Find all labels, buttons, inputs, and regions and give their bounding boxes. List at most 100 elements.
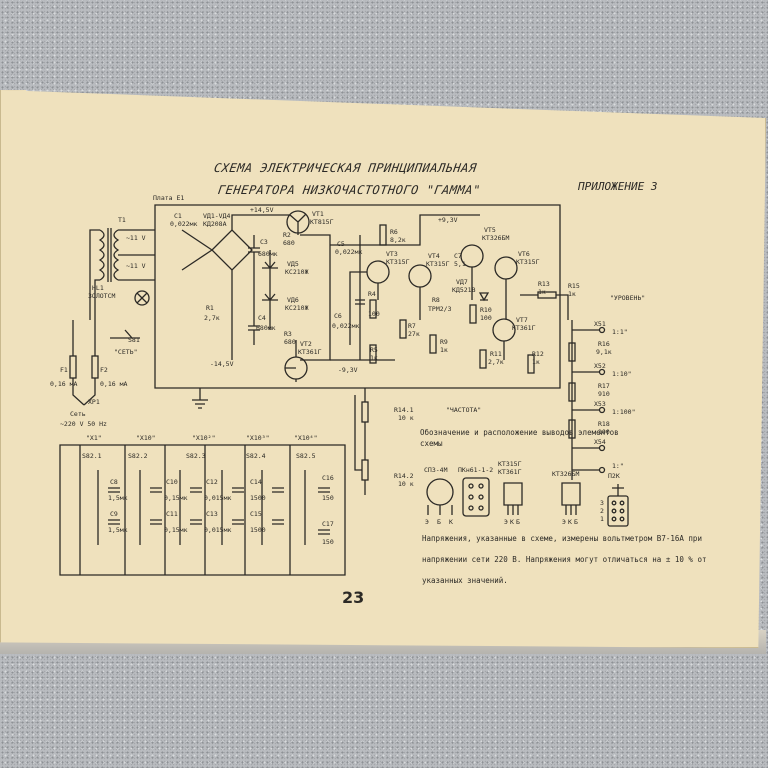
label-r2v: 680 bbox=[283, 239, 295, 247]
label-r10: R10 bbox=[480, 306, 492, 314]
label-mainsv: ~220 V 50 Нz bbox=[60, 420, 107, 428]
label-r7v: 27к bbox=[408, 330, 420, 338]
label-r11: R11 bbox=[490, 350, 502, 358]
label-c6: C6 bbox=[334, 312, 342, 320]
label-xp1: ХР1 bbox=[88, 398, 100, 406]
resistor-r7 bbox=[399, 319, 407, 339]
label-vt4v: КТ315Г bbox=[426, 260, 450, 268]
label-vd5: VД5 bbox=[287, 260, 299, 268]
resistor-r16 bbox=[568, 342, 576, 362]
appendix-label: ПРИЛОЖЕНИЕ 3 bbox=[578, 180, 658, 193]
label-s821: S82.1 bbox=[82, 452, 102, 460]
label-mains: Сеть bbox=[70, 410, 86, 418]
label-c14v: 1500 bbox=[250, 494, 266, 502]
label-vd5v: КС210Ж bbox=[285, 268, 309, 276]
label-c10: C10 bbox=[166, 478, 178, 486]
label-pkg2: ПКн61-1-2 bbox=[458, 466, 493, 474]
label-c4v: 680мк bbox=[256, 324, 276, 332]
label-vt2: VT2 bbox=[300, 340, 312, 348]
pkg-p2k bbox=[607, 495, 629, 527]
label-vt1v: КТ815Г bbox=[310, 218, 334, 226]
label-c12: C12 bbox=[206, 478, 218, 486]
label-f1: F1 bbox=[60, 366, 68, 374]
label-s824: S82.4 bbox=[246, 452, 266, 460]
label-r13: R13 bbox=[538, 280, 550, 288]
label-c5v: 0,022мк bbox=[335, 248, 362, 256]
label-c11v: 0,15мк bbox=[164, 526, 188, 534]
label-c8v: 1,5мк bbox=[108, 494, 128, 502]
label-r5: R5 bbox=[370, 346, 378, 354]
label-pkg3b: КТ361Г bbox=[498, 468, 522, 476]
transformer-secondary bbox=[113, 229, 120, 281]
label-pin-b2: Б bbox=[516, 518, 520, 526]
label-hl1: HL1 bbox=[92, 284, 104, 292]
transistor-vt6 bbox=[494, 256, 518, 280]
label-r4v: 100 bbox=[368, 310, 380, 318]
label-set: "СЕТЬ" bbox=[114, 348, 137, 356]
transformer-primary bbox=[98, 229, 105, 281]
label-c4: C4 bbox=[258, 314, 266, 322]
label-c10v: 0,15мк bbox=[164, 494, 188, 502]
label-c9v: 1,5мк bbox=[108, 526, 128, 534]
label-c13: C13 bbox=[206, 510, 218, 518]
label-r15: R15 bbox=[568, 282, 580, 290]
label-c17: C17 bbox=[322, 520, 334, 528]
resistor-r6 bbox=[379, 224, 387, 246]
label-vt3: VT3 bbox=[386, 250, 398, 258]
label-c15: C15 bbox=[250, 510, 262, 518]
fuse-f1 bbox=[69, 355, 77, 379]
label-c5: C5 bbox=[337, 240, 345, 248]
voltage-note: Напряжения, указанные в схеме, измерены … bbox=[422, 534, 707, 585]
label-pin-k3: К bbox=[568, 518, 572, 526]
label-vt1: VT1 bbox=[312, 210, 324, 218]
label-r2: R2 bbox=[283, 231, 291, 239]
label-vt3v: КТ315Г bbox=[386, 258, 410, 266]
label-s823: S82.3 bbox=[186, 452, 206, 460]
page-number: 23 bbox=[342, 588, 365, 607]
label-att1: 1:1" bbox=[612, 328, 628, 336]
transistor-vt4 bbox=[408, 264, 432, 288]
label-r9: R9 bbox=[440, 338, 448, 346]
label-c7: C7 bbox=[454, 252, 462, 260]
label-r6v: 8,2к bbox=[390, 236, 406, 244]
label-r13v: 1к bbox=[538, 288, 546, 296]
label-vd6v: КС210Ж bbox=[285, 304, 309, 312]
label-r16v: 9,1к bbox=[596, 348, 612, 356]
label-hl1v: ЗОЛОТСМ bbox=[88, 292, 115, 300]
label-x1: "Х1" bbox=[86, 434, 102, 442]
label-x52: Х52 bbox=[594, 362, 606, 370]
label-plate: Плата Е1 bbox=[153, 194, 184, 202]
label-pkg5: П2К bbox=[608, 472, 620, 480]
fuse-f2 bbox=[91, 355, 99, 379]
label-r1: R1 bbox=[206, 304, 214, 312]
label-s81: S81 bbox=[128, 336, 140, 344]
label-att100: 1:100" bbox=[612, 408, 635, 416]
label-vt6: VT6 bbox=[518, 250, 530, 258]
label-s822: S82.2 bbox=[128, 452, 148, 460]
label-vt6v: КТ315Г bbox=[516, 258, 540, 266]
label-r4: R4 bbox=[368, 290, 376, 298]
label-c7v: 5,1 bbox=[454, 260, 466, 268]
label-r3: R3 bbox=[284, 330, 292, 338]
label-att10: 1:10" bbox=[612, 370, 632, 378]
label-c1: C1 bbox=[174, 212, 182, 220]
resistor-r5 bbox=[369, 344, 377, 364]
indicator-lamp-hl1 bbox=[134, 290, 150, 306]
label-x54: Х54 bbox=[594, 438, 606, 446]
label-r11v: 2,7к bbox=[488, 358, 504, 366]
label-r18v: 100 bbox=[598, 428, 610, 436]
label-x104: "Х10⁴" bbox=[294, 434, 317, 442]
pkg-kt315 bbox=[503, 482, 523, 515]
label-r10v: 100 bbox=[480, 314, 492, 322]
label-c14: C14 bbox=[250, 478, 262, 486]
range-switch-frame bbox=[59, 444, 346, 576]
label-c11: C11 bbox=[166, 510, 178, 518]
label-c6v: 0,022мк bbox=[332, 322, 359, 330]
label-vdv: КД208А bbox=[203, 220, 227, 228]
diode-bridge bbox=[211, 229, 253, 271]
label-x10: "Х10" bbox=[136, 434, 156, 442]
label-r1v: 2,7к bbox=[204, 314, 220, 322]
label-c15v: 1500 bbox=[250, 526, 266, 534]
label-c16v: 150 bbox=[322, 494, 334, 502]
